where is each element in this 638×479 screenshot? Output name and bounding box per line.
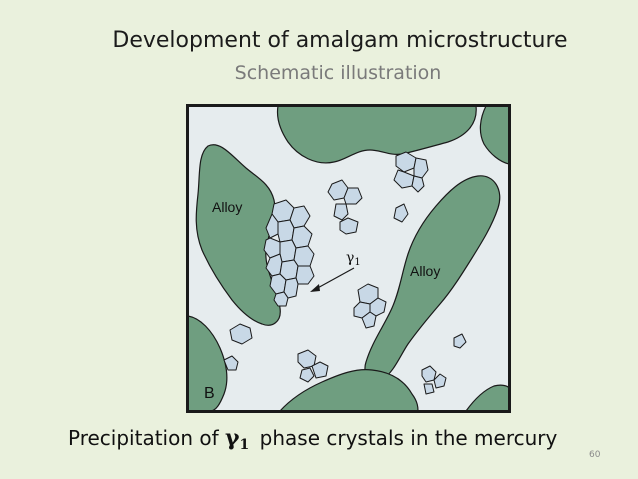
gamma1-crystal <box>423 383 435 395</box>
gamma1-crystal <box>299 367 315 383</box>
alloy-label-left: Alloy <box>212 199 242 215</box>
gamma1-crystal <box>279 239 297 263</box>
slide-title-text: Development of amalgam microstructure <box>112 28 568 53</box>
caption-gamma-symbol: γ <box>225 425 240 451</box>
slide-caption: Precipitation of γ1 phase crystals in th… <box>68 425 557 453</box>
gamma1-label-subscript: 1 <box>354 257 360 268</box>
gamma1-crystal <box>311 361 329 379</box>
slide-title: Development of amalgam microstructure <box>0 28 638 53</box>
gamma1-crystal <box>393 203 409 223</box>
alloy-label-right: Alloy <box>410 263 440 279</box>
gamma1-crystal <box>273 291 289 307</box>
gamma1-crystal <box>361 311 377 329</box>
gamma1-crystal <box>265 213 279 239</box>
alloy-particle-bottom-center <box>278 369 419 412</box>
gamma1-pointer-arrow <box>310 267 355 292</box>
gamma1-crystal <box>277 219 295 243</box>
diagram-frame <box>186 104 511 413</box>
alloy-particle-top <box>276 105 477 164</box>
alloy-particle-left <box>195 144 281 326</box>
arrow-line <box>313 267 355 291</box>
gamma1-crystal <box>343 187 363 205</box>
gamma1-crystal <box>411 175 425 193</box>
panel-label: B <box>204 385 215 402</box>
microstructure-diagram: Alloy Alloy γ1 B <box>186 104 511 413</box>
alloy-particle-top-right <box>479 105 510 165</box>
gamma1-crystal <box>453 333 467 349</box>
gamma1-crystal <box>229 323 253 345</box>
alloy-particles <box>187 105 510 412</box>
arrow-head <box>310 284 320 292</box>
diagram-canvas: Alloy Alloy γ1 B <box>186 104 511 413</box>
page-number: 60 <box>589 450 601 460</box>
gamma1-crystal <box>433 373 447 389</box>
caption-text-after: phase crystals in the mercury <box>259 426 558 450</box>
gamma1-crystal <box>339 217 359 235</box>
gamma1-label-symbol: γ <box>346 250 354 266</box>
slide-subtitle-text: Schematic illustration <box>234 62 442 84</box>
slide-subtitle: Schematic illustration <box>0 62 638 84</box>
gamma1-crystal <box>333 203 349 221</box>
caption-text-before: Precipitation of <box>68 426 219 450</box>
caption-gamma-subscript: 1 <box>239 437 250 453</box>
alloy-particle-bottom-left <box>187 315 228 412</box>
gamma1-crystal <box>223 355 239 371</box>
gamma1-crystals <box>223 151 467 395</box>
gamma1-label: γ1 <box>346 250 361 268</box>
